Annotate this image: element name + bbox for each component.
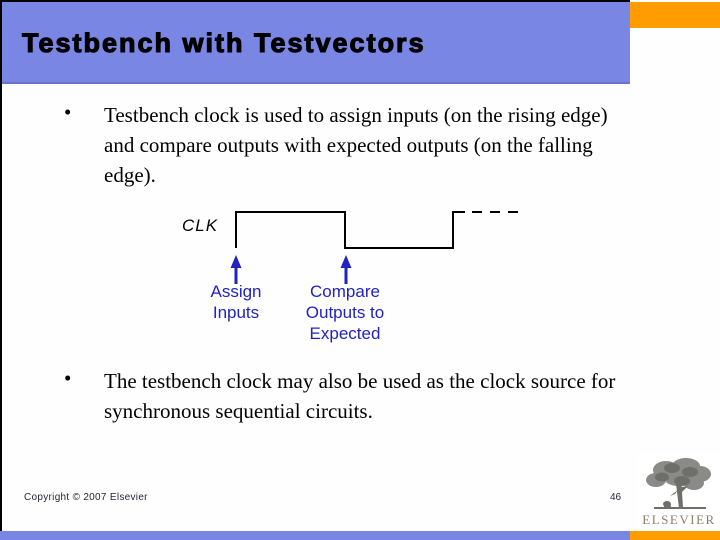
footer-strip-purple [0,531,630,540]
copyright-notice: Copyright © 2007 Elsevier [24,492,148,503]
clk-signal-label: CLK [182,216,219,235]
falling-edge-arrow-icon [340,255,352,268]
bullet-text-2: The testbench clock may also be used as … [104,369,616,423]
elsevier-logo-text: ELSEVIER [642,512,716,527]
page-number: 46 [610,492,622,503]
elsevier-tree-icon [646,458,711,509]
annotation-line: Inputs [212,303,260,322]
annotation-line: Expected [309,324,381,343]
accent-block-top-right [630,2,720,28]
slide-left-border [0,0,2,540]
slide-top-border [0,0,630,2]
annotation-line: Assign [210,282,262,301]
bullet-marker: • [64,100,72,124]
annotation-line: Outputs to [305,303,385,322]
bullet-marker: • [64,366,72,390]
compare-outputs-annotation: Compare Outputs to Expected [286,281,404,344]
annotation-line: Compare [310,282,380,301]
rising-edge-arrow-icon [230,255,242,268]
bullet-text-1: Testbench clock is used to assign inputs… [104,103,608,187]
clock-waveform-line [235,211,465,249]
footer-strip-orange [630,531,720,540]
header-bar [2,2,630,84]
clock-waveform-diagram [230,211,525,284]
assign-inputs-annotation: Assign Inputs [186,281,286,323]
elsevier-logo: ELSEVIER [638,454,720,531]
page-title: Testbench with Testvectors [21,27,426,58]
